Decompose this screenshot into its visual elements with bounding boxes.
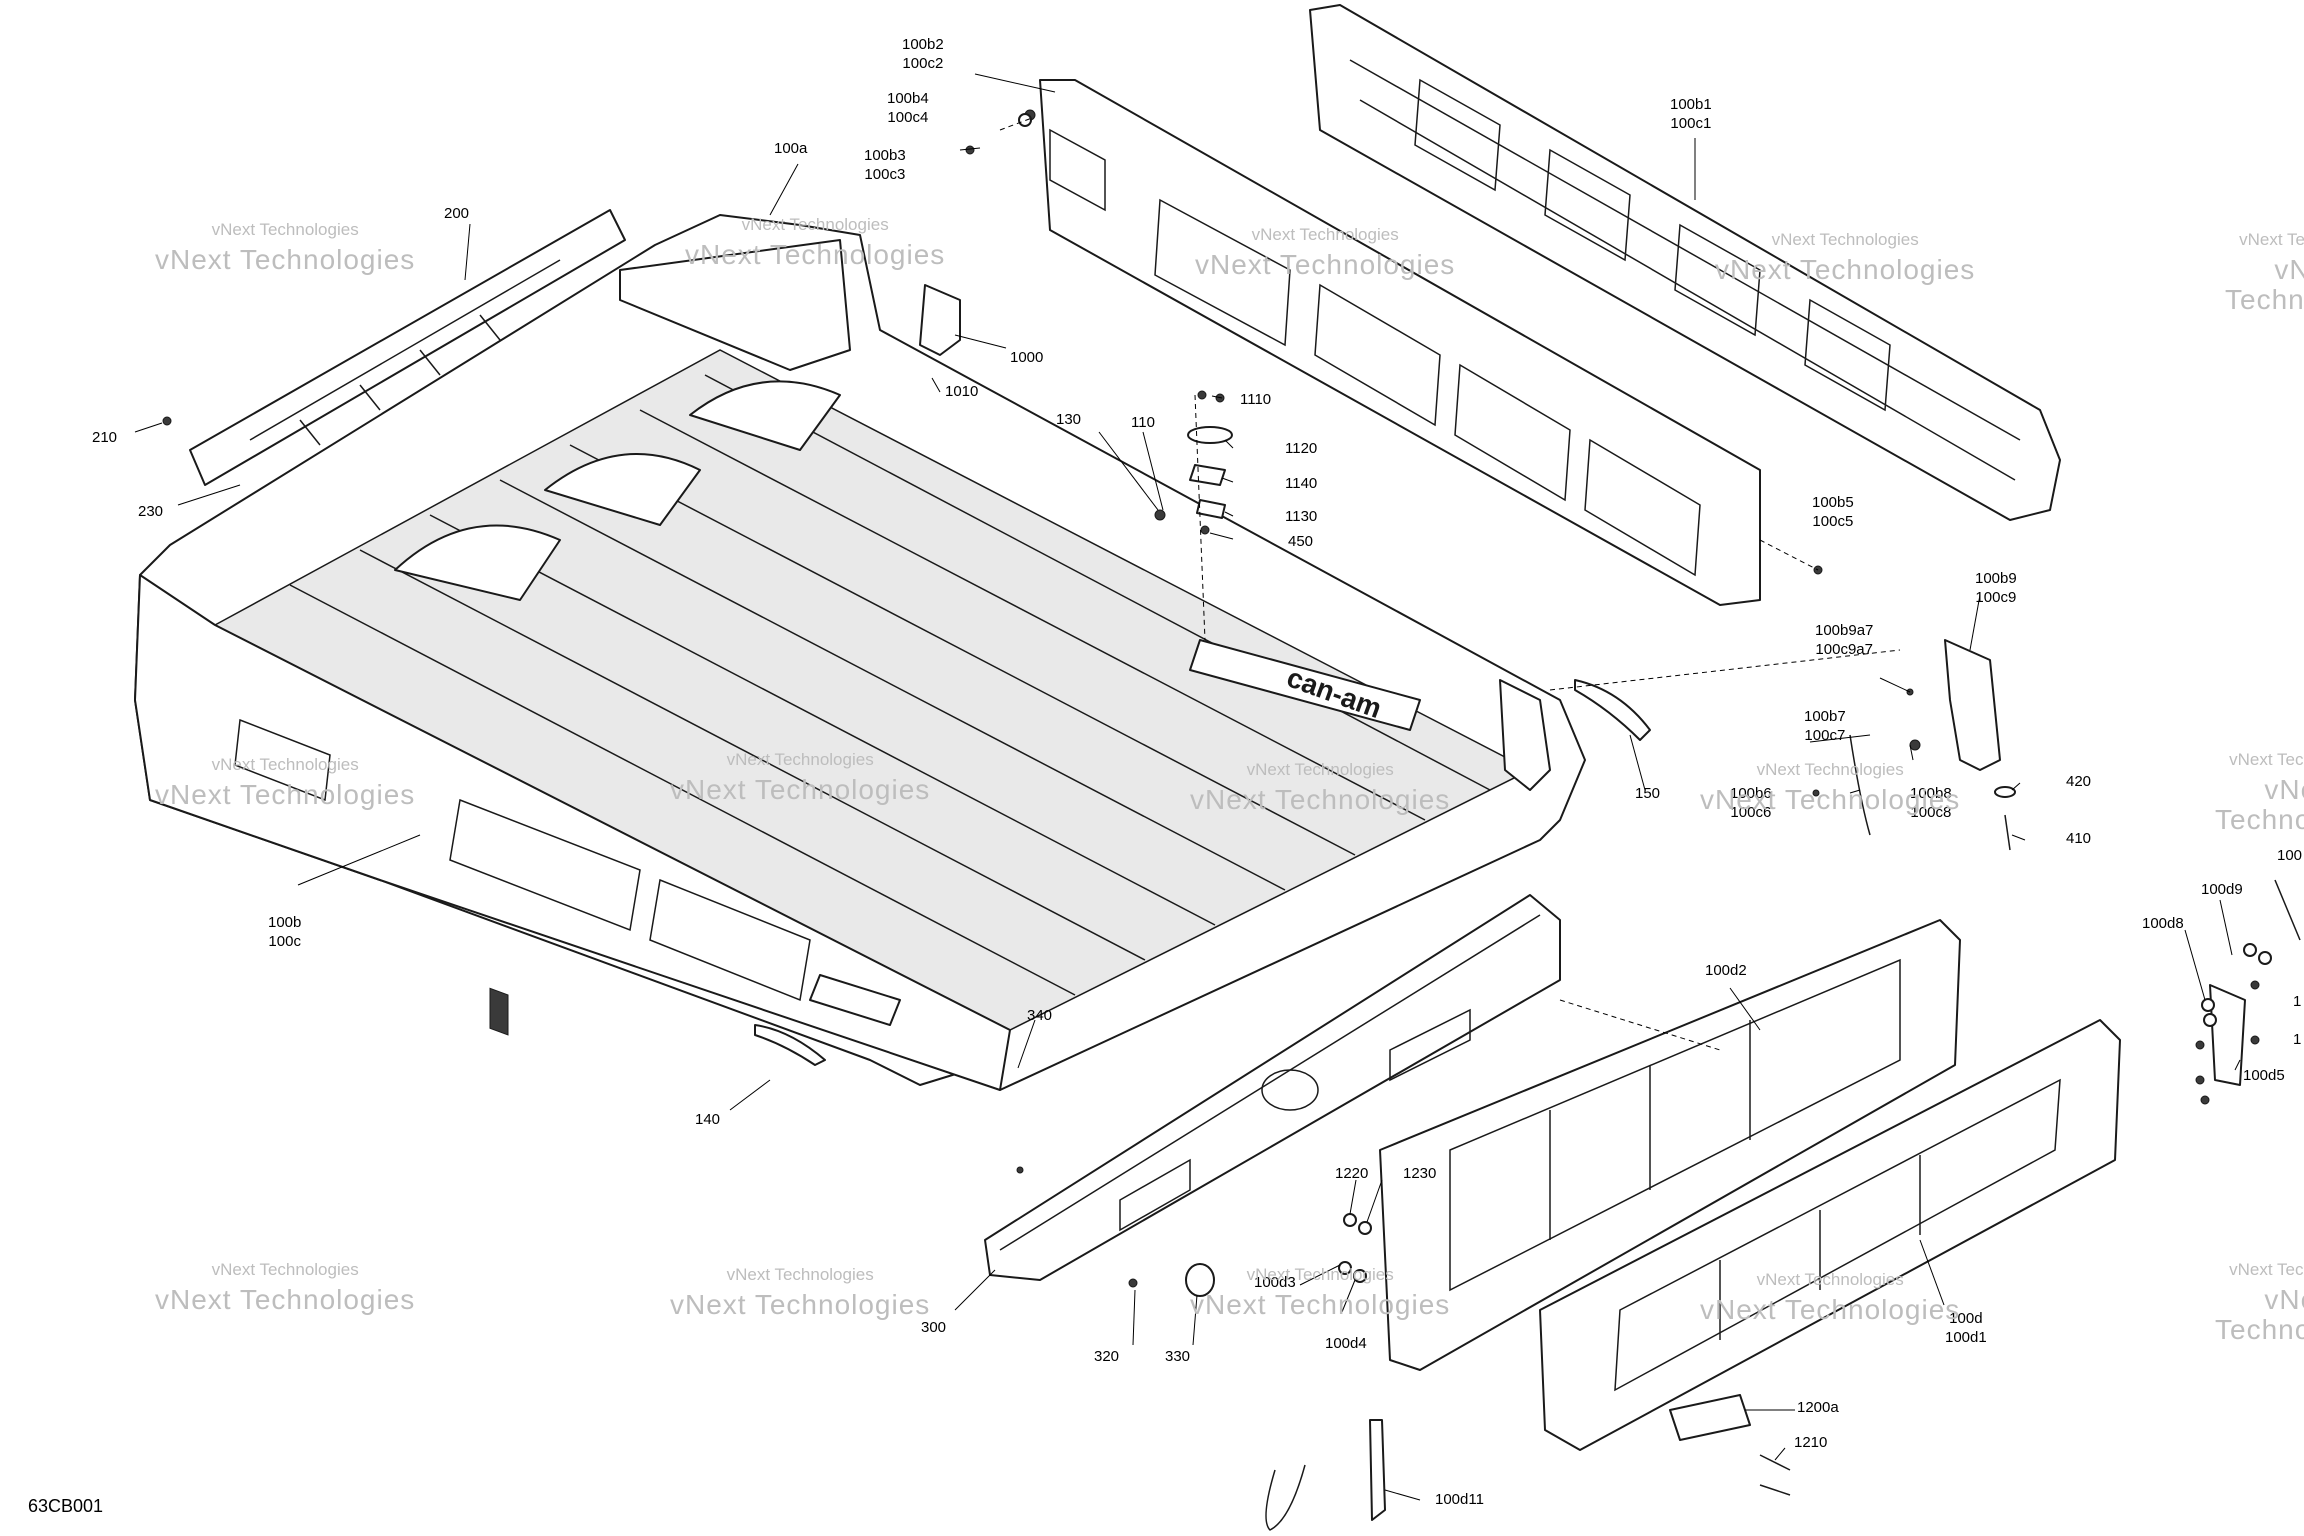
- callout-1-edge-a: 1: [2293, 993, 2302, 1010]
- callout-130: 130: [1056, 411, 1082, 428]
- callout-200: 200: [444, 205, 470, 222]
- callout-100d9: 100d9: [2201, 881, 2243, 898]
- callout-1220: 1220: [1335, 1165, 1369, 1182]
- latch-bracket-part: [1499, 639, 2016, 851]
- callout-150: 150: [1635, 785, 1661, 802]
- callout-420: 420: [2066, 773, 2092, 790]
- callout-100-edge: 100: [2277, 847, 2303, 864]
- callout-1000: 1000: [1010, 349, 1044, 366]
- figure-code: 63CB001: [28, 1496, 104, 1516]
- callout-1130: 1130: [1285, 508, 1318, 525]
- callout-1110: 1110: [1240, 391, 1272, 408]
- callout-410: 410: [2066, 830, 2092, 847]
- cargo-bed-part: can-am: [134, 214, 1586, 1091]
- callout-110: 110: [1131, 414, 1155, 431]
- callout-1200a: 1200a: [1797, 1399, 1839, 1416]
- callout-450: 450: [1288, 533, 1314, 550]
- callout-100d3: 100d3: [1254, 1274, 1296, 1291]
- callout-1-edge-b: 1: [2293, 1031, 2302, 1048]
- callout-100d8: 100d8: [2142, 915, 2184, 932]
- tailgate-inner-part: [1379, 919, 1961, 1371]
- callout-210: 210: [92, 429, 118, 446]
- tailgate-outer-part: [1539, 1019, 2121, 1451]
- leader-lines: [134, 73, 2241, 1501]
- hinge-parts-right: [2195, 879, 2301, 1105]
- callout-330: 330: [1165, 1348, 1191, 1365]
- callout-1210: 1210: [1794, 1434, 1828, 1451]
- callout-1230: 1230: [1403, 1165, 1437, 1182]
- callout-1140: 1140: [1285, 475, 1318, 492]
- small-parts-bottom: [754, 1024, 1791, 1531]
- callout-320: 320: [1094, 1348, 1120, 1365]
- bracket-1000-part: [919, 284, 961, 356]
- callout-1010: 1010: [945, 383, 979, 400]
- rear-panel-part: [1309, 4, 2061, 521]
- callout-100d5: 100d5: [2243, 1067, 2285, 1084]
- callout-300: 300: [921, 1319, 947, 1336]
- callout-100d4: 100d4: [1325, 1335, 1367, 1352]
- callout-230: 230: [138, 503, 164, 520]
- callout-100d2: 100d2: [1705, 962, 1747, 979]
- callout-140: 140: [695, 1111, 721, 1128]
- inner-wall-panel-part: [1039, 79, 1761, 606]
- callout-340: 340: [1027, 1007, 1053, 1024]
- callout-100a: 100a: [774, 140, 808, 157]
- side-rail-part: [189, 209, 626, 486]
- callout-100d11: 100d11: [1435, 1491, 1484, 1508]
- callout-1120: 1120: [1285, 440, 1318, 457]
